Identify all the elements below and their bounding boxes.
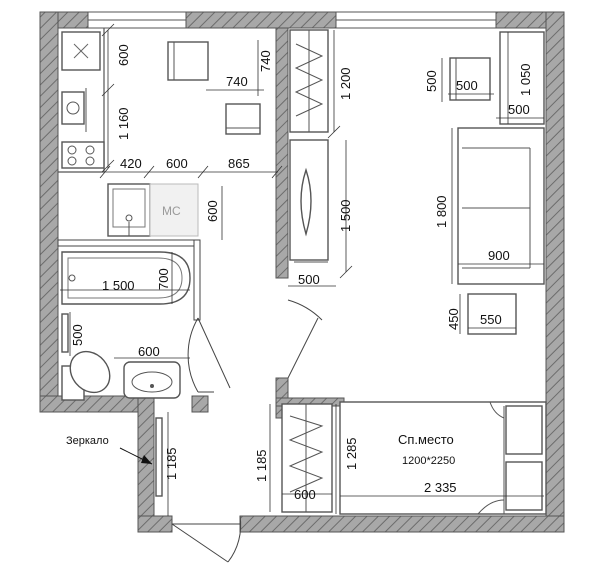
stove xyxy=(61,141,105,169)
dim-desk-500-v: 500 xyxy=(424,70,439,92)
sofa xyxy=(457,127,545,285)
mirror xyxy=(155,417,163,497)
bathroom-walls xyxy=(57,239,201,321)
dim-kitchen-865: 865 xyxy=(228,156,250,171)
desk xyxy=(499,31,545,125)
dim-bath-700: 700 xyxy=(156,268,171,290)
dim-chair-740-v: 740 xyxy=(258,50,273,72)
room-door xyxy=(287,299,323,379)
bed-size: 1200*2250 xyxy=(402,455,455,467)
dim-bed-2335: 2 335 xyxy=(424,480,457,495)
room: Сп.место 1200*2250 xyxy=(281,29,547,515)
chair-top xyxy=(167,41,209,81)
dim-kitchen-420: 420 xyxy=(120,156,142,171)
dim-desk-500-h: 500 xyxy=(456,78,478,93)
dim-desk-500-b: 500 xyxy=(508,102,530,117)
entrance-door xyxy=(171,523,229,563)
bed xyxy=(339,401,547,515)
tv xyxy=(300,167,312,237)
dim-wc-500: 500 xyxy=(70,324,85,346)
dim-hall-1185: 1 185 xyxy=(164,447,179,480)
microwave-label: МС xyxy=(162,204,181,218)
mirror-label: Зеркало xyxy=(66,435,109,447)
kitchen: МС xyxy=(58,28,261,237)
bed-label: Сп.место xyxy=(398,432,454,447)
dim-bed-1285: 1 285 xyxy=(344,437,359,470)
coffee-table xyxy=(467,293,517,335)
dim-mc-600: 600 xyxy=(205,200,220,222)
dim-wardrobe-1200: 1 200 xyxy=(338,67,353,100)
dim-chair-740-h: 740 xyxy=(226,74,248,89)
dim-sofa-1800: 1 800 xyxy=(434,195,449,228)
bathroom xyxy=(61,251,231,401)
microwave xyxy=(149,183,199,237)
bath-door xyxy=(197,317,231,389)
dim-closet-1185: 1 185 xyxy=(254,449,269,482)
dim-closet-600: 600 xyxy=(294,487,316,502)
desk-chair xyxy=(449,57,491,101)
dim-desk-1050: 1 050 xyxy=(518,63,533,96)
hallway: Зеркало xyxy=(66,417,242,563)
dim-table-450: 450 xyxy=(446,308,461,330)
toilet xyxy=(61,350,111,401)
towel-rail xyxy=(61,313,69,353)
dim-sofa-900: 900 xyxy=(488,248,510,263)
dim-kitchen-1160: 1 160 xyxy=(116,107,131,140)
dim-table-550: 550 xyxy=(480,312,502,327)
dim-bath-1500: 1 500 xyxy=(102,278,135,293)
dimension-labels: 600 1 160 740 740 420 600 865 600 1 500 … xyxy=(70,44,533,502)
dim-kitchen-600-h: 600 xyxy=(166,156,188,171)
dimension-lines xyxy=(60,23,544,516)
dim-wardrobe-1500: 1 500 xyxy=(338,199,353,232)
dim-wardrobe-500: 500 xyxy=(298,272,320,287)
dim-kitchen-600: 600 xyxy=(116,44,131,66)
chair-bottom xyxy=(225,103,261,135)
dim-sink-600: 600 xyxy=(138,344,160,359)
outer-walls xyxy=(39,11,565,533)
